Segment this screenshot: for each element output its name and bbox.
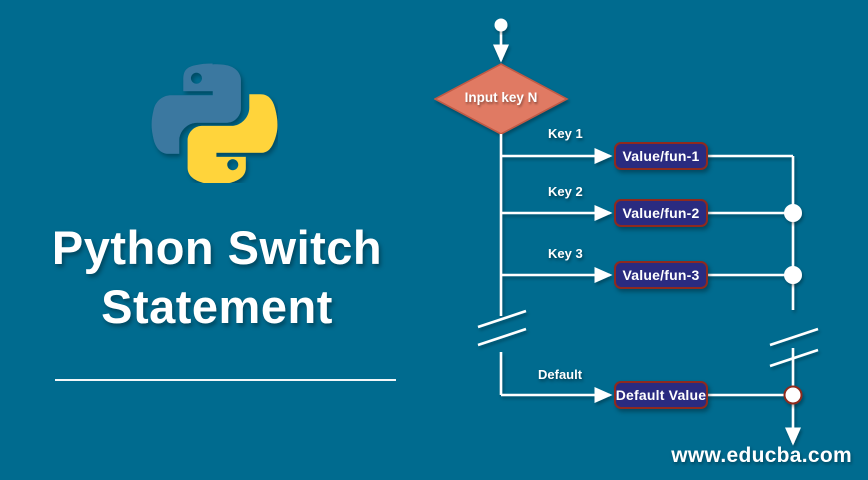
title-line-2: Statement [101, 280, 333, 333]
python-logo [151, 63, 278, 183]
edge-label-key-3: Key 3 [548, 246, 583, 261]
left-panel: Python Switch Statement [0, 63, 434, 381]
flowchart-lines [434, 18, 819, 446]
edge-label-key-1: Key 1 [548, 126, 583, 141]
break-mark-left-b [477, 327, 527, 347]
decision-label: Input key N [464, 90, 538, 105]
junction-dot-1 [784, 204, 802, 222]
break-mark-right-a [769, 327, 819, 347]
title-line-1: Python Switch [51, 221, 383, 274]
title-divider [55, 379, 396, 381]
break-mark-right-b [769, 348, 819, 368]
junction-dot-3 [783, 385, 803, 405]
start-node-circle [494, 18, 508, 32]
process-box-default-value[interactable]: Default Value [614, 381, 708, 409]
flowchart: Input key N Key 1 Key 2 Key 3 Default Va… [434, 0, 868, 480]
process-box-value-fun-2[interactable]: Value/fun-2 [614, 199, 708, 227]
page-title: Python Switch Statement [0, 218, 434, 336]
edge-label-default: Default [538, 367, 583, 382]
process-box-value-fun-1[interactable]: Value/fun-1 [614, 142, 708, 170]
junction-dot-2 [784, 266, 802, 284]
python-logo-yellow-half [187, 94, 278, 183]
python-logo-blue-half [151, 63, 241, 154]
edge-label-key-2: Key 2 [548, 184, 583, 199]
break-mark-left-a [477, 309, 527, 329]
footer-url: www.educba.com [671, 444, 852, 467]
process-box-value-fun-3[interactable]: Value/fun-3 [614, 261, 708, 289]
